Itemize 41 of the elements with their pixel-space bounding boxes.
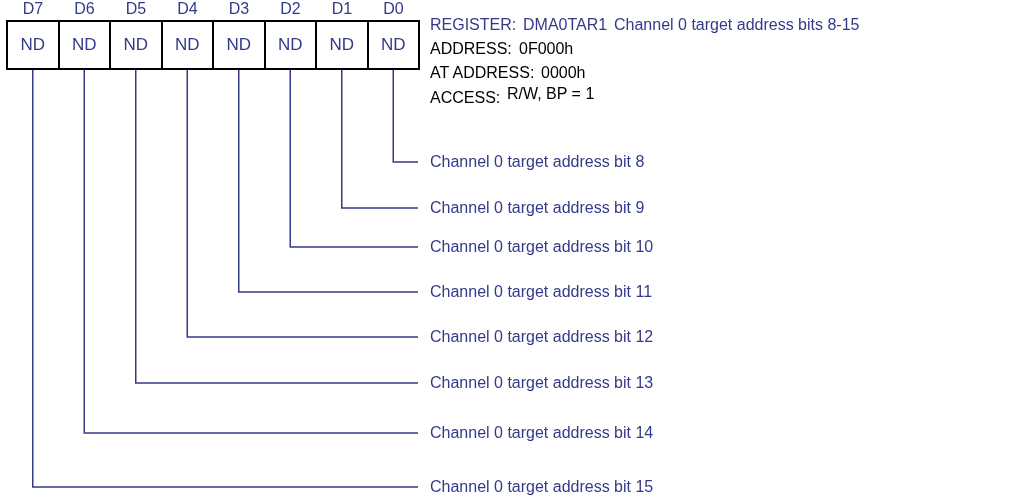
register-name: DMA0TAR1 xyxy=(523,16,608,34)
register-cell: ND xyxy=(6,20,60,70)
leader-line xyxy=(392,69,419,163)
leader-line xyxy=(341,69,419,209)
field-name: ADDRESS: xyxy=(430,40,512,58)
bit-label: D3 xyxy=(228,0,250,18)
register-description: Channel 0 target address bits 8-15 xyxy=(614,16,860,34)
register-cell: ND xyxy=(109,20,163,70)
bit-description: Channel 0 target address bit 13 xyxy=(430,374,654,392)
field-value: 0000h xyxy=(541,64,586,82)
leader-line xyxy=(32,69,419,488)
bit-description: Channel 0 target address bit 9 xyxy=(430,199,645,217)
register-cell: ND xyxy=(57,20,111,70)
leader-line xyxy=(83,69,419,434)
register-cell: ND xyxy=(263,20,317,70)
field-name: ACCESS: xyxy=(430,89,501,107)
bit-description: Channel 0 target address bit 11 xyxy=(430,283,653,301)
bit-label: D5 xyxy=(125,0,147,18)
field-name: AT ADDRESS: xyxy=(430,64,535,82)
leader-line xyxy=(186,69,419,338)
bit-description: Channel 0 target address bit 10 xyxy=(430,238,654,256)
register-cell: ND xyxy=(212,20,266,70)
bit-description: Channel 0 target address bit 8 xyxy=(430,153,645,171)
bit-label: D0 xyxy=(383,0,404,18)
bit-description: Channel 0 target address bit 12 xyxy=(430,328,654,346)
bit-label: D1 xyxy=(331,0,353,18)
bit-description: Channel 0 target address bit 14 xyxy=(430,424,654,442)
bit-label: D7 xyxy=(22,0,44,18)
bit-label: D6 xyxy=(74,0,95,18)
bit-label: D4 xyxy=(177,0,198,18)
leader-line xyxy=(135,69,419,384)
bit-label: D2 xyxy=(280,0,301,18)
bit-description: Channel 0 target address bit 15 xyxy=(430,478,654,496)
register-cell: ND xyxy=(366,20,420,70)
leader-line xyxy=(289,69,419,248)
register-cell: ND xyxy=(160,20,214,70)
leader-line xyxy=(238,69,419,293)
register-cell: ND xyxy=(315,20,369,70)
field-value: R/W, BP = 1 xyxy=(507,85,595,103)
field-name: REGISTER: xyxy=(430,16,517,34)
field-value: 0F000h xyxy=(519,40,574,58)
